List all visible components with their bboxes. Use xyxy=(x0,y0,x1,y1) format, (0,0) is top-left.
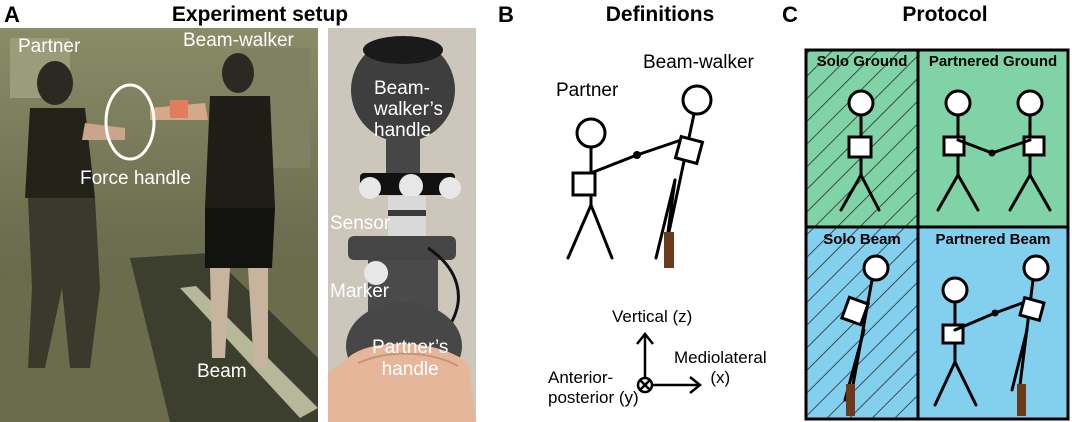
label-force-handle: Force handle xyxy=(80,168,191,189)
label-beam: Beam xyxy=(197,361,247,382)
axis-label-mediolateral: Mediolateral (x) xyxy=(674,348,767,388)
label-sensor: Sensor xyxy=(330,213,391,234)
experiment-photo: Partner Beam-walker Force handle Beam xyxy=(0,28,318,422)
beam-walker-figure xyxy=(150,53,275,368)
label-partner-handle-line1: Partner’s xyxy=(372,337,449,358)
axis-label-mediolateral-line1: Mediolateral xyxy=(674,348,767,367)
axis-label-vertical: Vertical (z) xyxy=(612,307,693,326)
label-beam-walker-handle: Beam- walker’s handle xyxy=(374,78,443,141)
partner-figure xyxy=(25,61,125,368)
label-beam-walker: Beam-walker xyxy=(183,30,294,51)
panel-a-title: Experiment setup xyxy=(171,3,349,26)
handle-drawing xyxy=(328,28,476,422)
label-partner: Partner xyxy=(18,36,81,57)
cell-label-partnered-ground: Partnered Ground xyxy=(928,53,1058,70)
axes-icon xyxy=(636,331,703,394)
figure-solo-ground xyxy=(839,89,881,212)
cell-label-partnered-beam: Partnered Beam xyxy=(935,231,1051,248)
panel-a-letter: A xyxy=(4,2,20,27)
axis-label-anterior-posterior: Anterior- posterior (y) xyxy=(548,368,639,408)
beam-block-partnered xyxy=(1017,384,1026,416)
experiment-scene xyxy=(0,28,318,422)
panel-b-title: Definitions xyxy=(605,3,715,26)
figure-partnered-beam xyxy=(933,254,1050,407)
def-label-partner: Partner xyxy=(556,80,619,101)
force-handle-circle xyxy=(104,83,156,161)
cell-label-solo-ground: Solo Ground xyxy=(816,53,908,70)
axis-label-ap-line1: Anterior- xyxy=(548,368,614,387)
label-beam-walker-handle-line2: walker’s xyxy=(374,99,443,120)
axis-label-mediolateral-line2: (x) xyxy=(710,368,731,387)
figure-partnered-ground xyxy=(936,89,1052,212)
panel-b-letter: B xyxy=(498,2,514,27)
axis-label-ap-line2: posterior (y) xyxy=(548,388,639,407)
label-beam-walker-handle-line3: handle xyxy=(374,120,432,141)
def-label-beam-walker: Beam-walker xyxy=(643,52,754,73)
handle-photo: Beam- walker’s handle Sensor Marker Part… xyxy=(328,28,476,422)
label-partner-handle: Partner’s handle xyxy=(372,337,448,381)
beam-block-definitions xyxy=(664,232,674,268)
beam-block-solo xyxy=(846,384,855,416)
label-beam-walker-handle-line1: Beam- xyxy=(374,78,430,99)
cell-label-solo-beam: Solo Beam xyxy=(823,231,901,248)
label-partner-handle-line2: handle xyxy=(381,359,439,380)
label-marker: Marker xyxy=(330,281,390,302)
panel-c-letter: C xyxy=(782,2,798,27)
panel-c-title: Protocol xyxy=(902,3,988,26)
